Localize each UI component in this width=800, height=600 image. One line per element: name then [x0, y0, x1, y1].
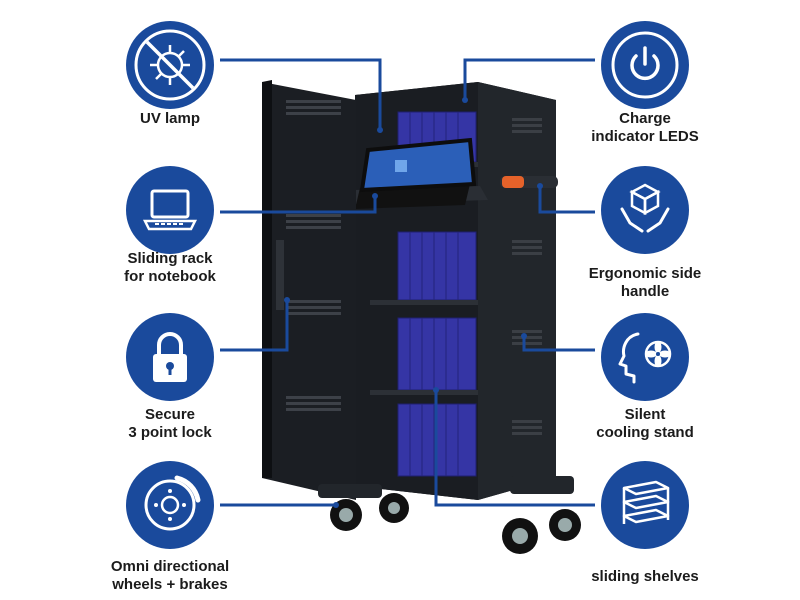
- side-handle: [500, 176, 558, 188]
- feature-label: sliding shelves: [545, 568, 745, 586]
- feature-label: Secure 3 point lock: [70, 406, 270, 442]
- connector-dots: [284, 97, 543, 508]
- label-line: indicator LEDS: [591, 128, 699, 145]
- wheel: [502, 518, 538, 554]
- wheel: [549, 509, 581, 541]
- label-line: Ergonomic side: [588, 265, 702, 282]
- label-line: wheels + brakes: [112, 576, 228, 593]
- feature-side-handle: Ergonomic side handle: [545, 155, 745, 300]
- label-line: Omni directional: [110, 558, 230, 575]
- label-line: for notebook: [124, 268, 216, 285]
- label-line: Silent: [624, 406, 666, 423]
- feature-shelves: sliding shelves: [545, 455, 745, 595]
- feature-cooling: Silent cooling stand: [545, 300, 745, 445]
- label-line: UV lamp: [139, 110, 200, 127]
- label-line: Sliding rack: [127, 250, 213, 267]
- wheel: [379, 493, 409, 523]
- virus-crossed-icon: [126, 21, 214, 109]
- padlock-icon: [126, 313, 214, 401]
- label-line: sliding shelves: [591, 568, 699, 585]
- feature-label: UV lamp: [70, 110, 270, 128]
- feature-charge-leds: Charge indicator LEDS: [545, 10, 745, 150]
- laptop-icon: [126, 166, 214, 254]
- label-line: Secure: [144, 406, 196, 423]
- stored-devices: [397, 111, 477, 477]
- feature-label: Omni directional wheels + brakes: [70, 558, 270, 594]
- fan-face-icon: [601, 313, 689, 401]
- cabinet-door: [262, 80, 356, 500]
- feature-label: Ergonomic side handle: [545, 265, 745, 301]
- label-line: Charge: [619, 110, 671, 127]
- feature-label: Charge indicator LEDS: [545, 110, 745, 146]
- box-hands-icon: [601, 166, 689, 254]
- feature-label: Silent cooling stand: [545, 406, 745, 442]
- feature-lock: Secure 3 point lock: [70, 300, 270, 445]
- label-line: 3 point lock: [128, 424, 212, 441]
- feature-uv-lamp: UV lamp: [70, 10, 270, 130]
- feature-label: Sliding rack for notebook: [70, 250, 270, 286]
- base-and-wheels: [318, 476, 581, 554]
- label-line: cooling stand: [596, 424, 694, 441]
- shelves-icon: [601, 461, 689, 549]
- feature-wheels: Omni directional wheels + brakes: [70, 455, 270, 595]
- label-line: handle: [620, 283, 670, 300]
- wheel-brake-icon: [126, 461, 214, 549]
- feature-sliding-rack: Sliding rack for notebook: [70, 155, 270, 295]
- power-icon: [601, 21, 689, 109]
- connector-lines: [220, 58, 595, 507]
